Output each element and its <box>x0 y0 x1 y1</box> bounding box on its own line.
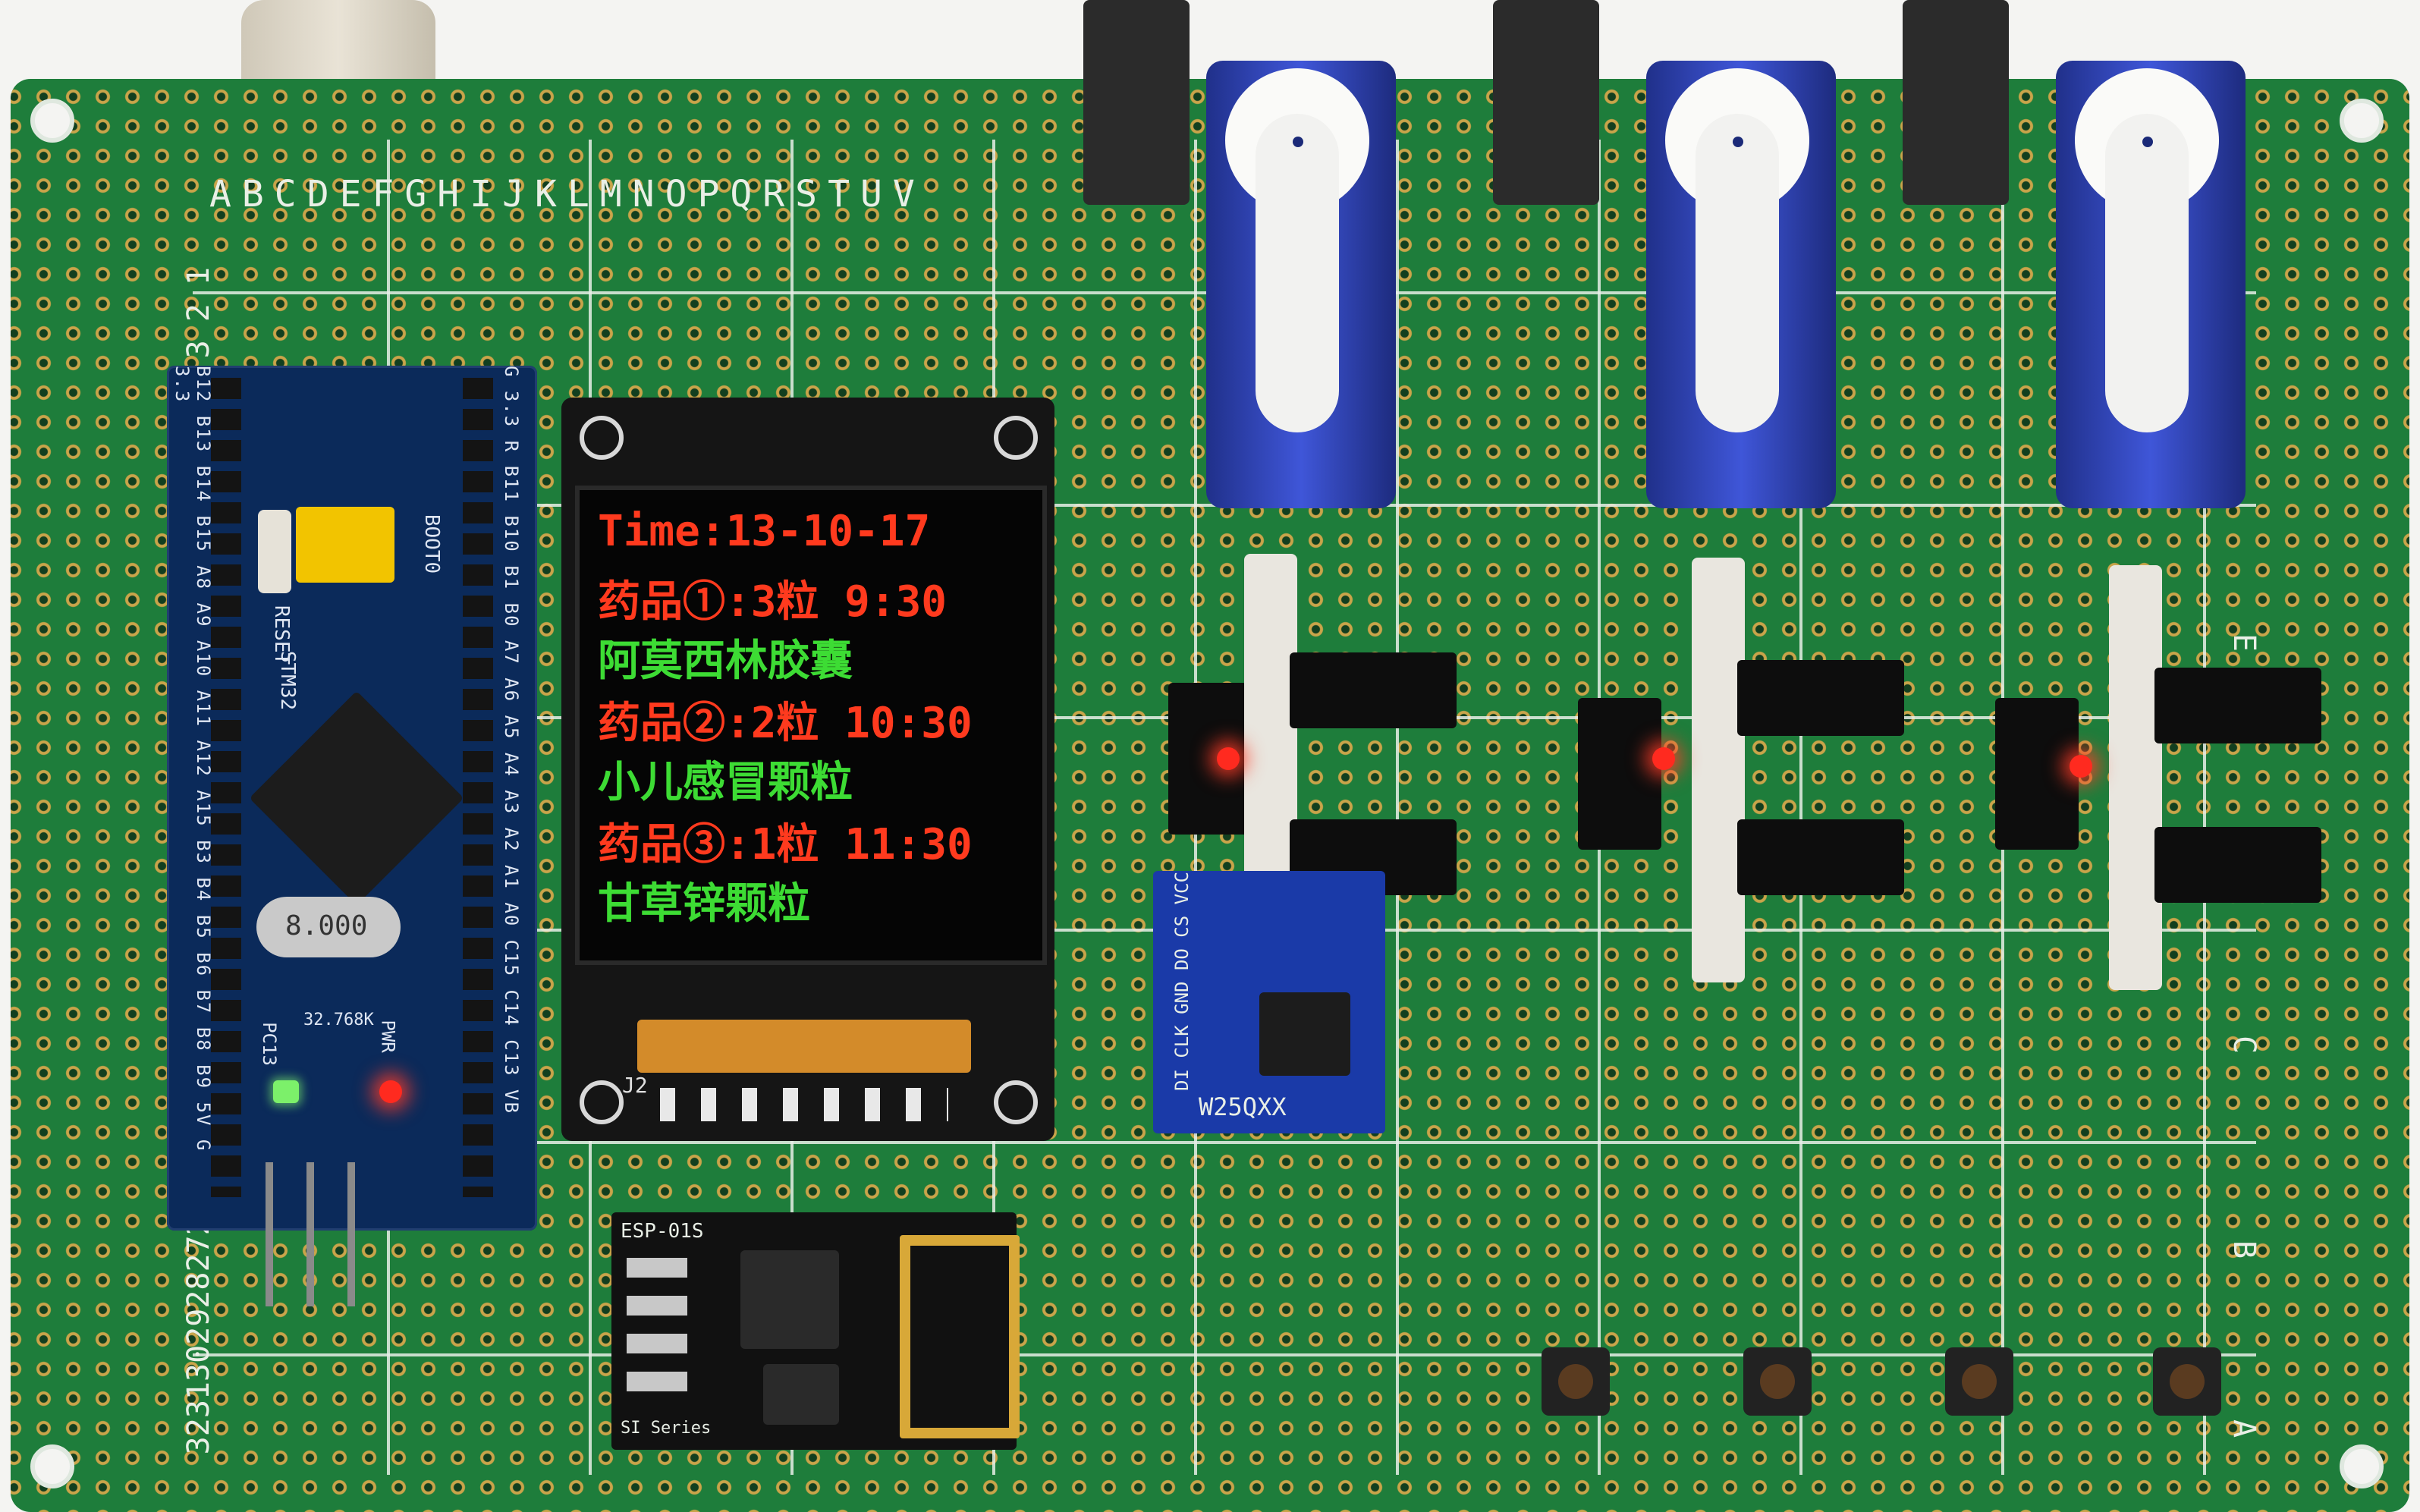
opto-header-2 <box>1578 698 1661 850</box>
mounting-hole <box>30 99 74 143</box>
esp-pin-header <box>627 1258 687 1410</box>
lcd-mount-hole <box>994 416 1038 460</box>
esp-chip <box>740 1250 839 1349</box>
opto-led-3 <box>2070 755 2092 778</box>
push-button-3[interactable] <box>1945 1347 2013 1416</box>
mounting-hole <box>2340 1444 2384 1488</box>
mcu-bottom-pins <box>266 1162 387 1306</box>
opto-header-3 <box>1995 698 2079 850</box>
power-led <box>379 1080 402 1103</box>
status-led <box>273 1080 299 1103</box>
lcd-mount-hole <box>994 1080 1038 1124</box>
opto-fork-3 <box>2154 668 2321 743</box>
mounting-hole <box>2340 99 2384 143</box>
lcd-med3-line: 药品③:1粒 11:30 <box>598 820 973 869</box>
servo-arm-1 <box>1256 114 1339 432</box>
servo-connector-1 <box>1083 0 1190 205</box>
opto-fork-2 <box>1737 819 1904 895</box>
pin-header-right <box>463 378 493 1197</box>
grid-line <box>193 1353 2256 1356</box>
pin-header-left <box>211 378 241 1197</box>
opto-fork-1 <box>1290 652 1457 728</box>
crystal-label: 8.000 <box>285 910 368 941</box>
boot-label: BOOT0 <box>420 514 444 574</box>
opto-led-2 <box>1652 747 1675 770</box>
opto-sensor-2 <box>1692 558 1745 982</box>
opto-fork-3 <box>2154 827 2321 903</box>
flash-chip <box>1259 992 1350 1076</box>
servo-hole <box>2142 137 2153 147</box>
opto-fork-2 <box>1737 660 1904 736</box>
esp-series-label: SI Series <box>621 1419 712 1438</box>
silk-column-letters: ABCDEFGHIJKLMNOPQRSTUV <box>209 173 926 215</box>
opto-sensor-3 <box>2109 565 2162 990</box>
flash-pins-label: DI CLK GND DO CS VCC <box>1171 872 1193 1091</box>
lcd-conn-label: J2 <box>622 1073 648 1098</box>
lcd-med2-line: 药品②:2粒 10:30 <box>598 699 973 748</box>
silk-row-e: E <box>2227 633 2262 652</box>
esp01s-module: ESP-01S SI Series <box>611 1212 1020 1450</box>
lcd-med1-name: 阿莫西林胶囊 <box>598 637 853 686</box>
rtc-crystal-label: 32.768K <box>303 1011 374 1029</box>
lcd-med1-line: 药品①:3粒 9:30 <box>598 577 948 627</box>
servo-arm-3 <box>2105 114 2189 432</box>
mcu-label: STM32 <box>276 650 300 711</box>
pwr-label: PWR <box>377 1020 399 1053</box>
mcu-pins-right-label: G 3.3 R B11 B10 B1 B0 A7 A6 A5 A4 A3 A2 … <box>501 366 522 1114</box>
esp-flash-chip <box>763 1364 839 1425</box>
stm32-board: 8.000 BOOT0 RESET STM32 32.768K PWR PC13… <box>167 366 537 1306</box>
lcd-time-line: Time:13-10-17 <box>598 507 931 556</box>
lcd-mount-hole <box>580 416 624 460</box>
grid-line <box>1799 140 1802 1475</box>
push-button-1[interactable] <box>1542 1347 1610 1416</box>
lcd-flex-cable <box>637 1020 971 1073</box>
silk-row-b: B <box>2227 1240 2262 1259</box>
lcd-med2-name: 小儿感冒颗粒 <box>598 758 853 807</box>
servo-arm-2 <box>1696 114 1779 432</box>
mcu-chip <box>249 690 464 906</box>
silk-row-a: A <box>2227 1419 2262 1438</box>
pc13-label: PC13 <box>258 1022 280 1066</box>
lcd-pin-header <box>660 1088 948 1121</box>
grid-line <box>2203 140 2206 1475</box>
servo-connector-3 <box>1903 0 2009 205</box>
opto-led-1 <box>1217 747 1240 770</box>
esp-antenna <box>900 1235 1020 1438</box>
flash-label: W25QXX <box>1199 1092 1287 1121</box>
push-button-2[interactable] <box>1743 1347 1812 1416</box>
boot-jumper[interactable] <box>296 507 394 583</box>
push-button-4[interactable] <box>2153 1347 2221 1416</box>
mcu-pins-left-label: B12 B13 B14 B15 A8 A9 A10 A11 A12 A15 B3… <box>171 366 214 1152</box>
lcd-med3-name: 甘草锌颗粒 <box>598 879 810 929</box>
grid-line <box>1396 140 1399 1475</box>
reset-button[interactable] <box>258 510 291 593</box>
lcd-screen: Time:13-10-17 药品①:3粒 9:30 阿莫西林胶囊 药品②:2粒 … <box>575 486 1047 965</box>
servo-hole <box>1733 137 1743 147</box>
grid-line <box>193 1141 2256 1144</box>
servo-hole <box>1293 137 1303 147</box>
mounting-hole <box>30 1444 74 1488</box>
esp-label: ESP-01S <box>621 1220 704 1243</box>
crystal: 8.000 <box>256 897 401 957</box>
lcd-mount-hole <box>580 1080 624 1124</box>
servo-connector-2 <box>1493 0 1599 205</box>
silk-row-c: C <box>2227 1035 2262 1055</box>
flash-module: W25QXX DI CLK GND DO CS VCC <box>1153 871 1385 1133</box>
